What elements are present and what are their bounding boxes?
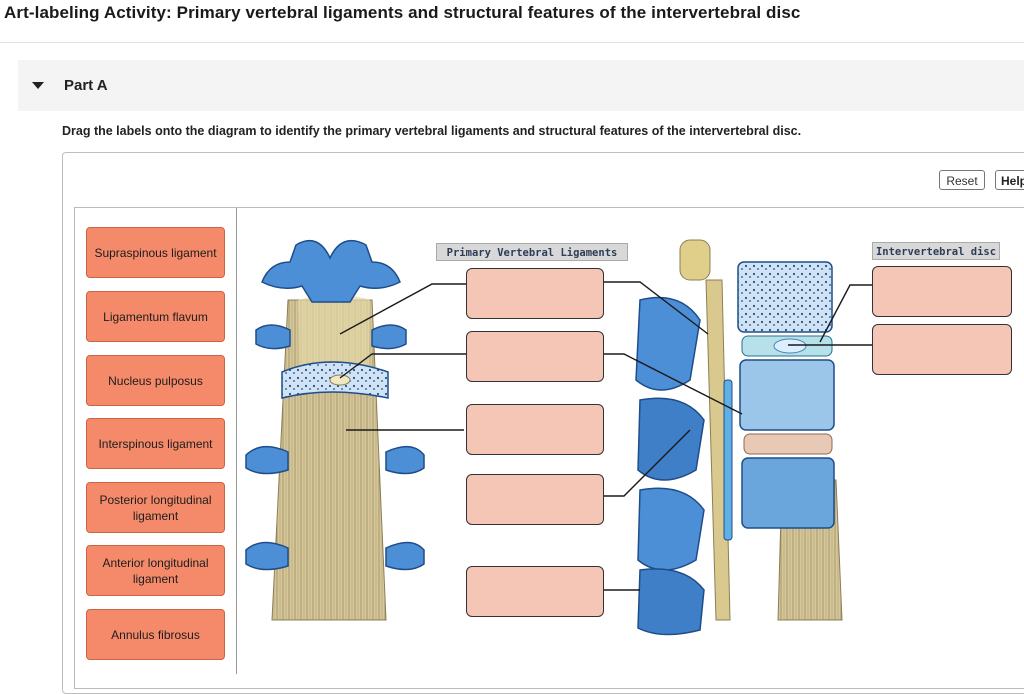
label-chip-posterior-longitudinal-ligament[interactable]: Posterior longitudinal ligament <box>86 482 225 533</box>
page-title: Art-labeling Activity: Primary vertebral… <box>4 3 801 22</box>
drop-target-disc-1[interactable] <box>872 266 1012 317</box>
drop-target-ligament-1[interactable] <box>466 268 604 319</box>
part-header[interactable] <box>18 60 1024 111</box>
label-chip-interspinous-ligament[interactable]: Interspinous ligament <box>86 418 225 469</box>
drop-target-disc-2[interactable] <box>872 324 1012 375</box>
disc-group-title: Intervertebral disc <box>872 242 1000 260</box>
drop-target-ligament-2[interactable] <box>466 331 604 382</box>
title-divider <box>0 42 1024 43</box>
label-chip-supraspinous-ligament[interactable]: Supraspinous ligament <box>86 227 225 278</box>
drop-target-ligament-5[interactable] <box>466 566 604 617</box>
collapse-caret-icon[interactable] <box>32 82 44 89</box>
label-chip-nucleus-pulposus[interactable]: Nucleus pulposus <box>86 355 225 406</box>
label-chip-anterior-longitudinal-ligament[interactable]: Anterior longitudinal ligament <box>86 545 225 596</box>
part-label[interactable]: Part A <box>64 77 108 94</box>
ligaments-group-title: Primary Vertebral Ligaments <box>436 243 628 261</box>
drop-target-ligament-4[interactable] <box>466 474 604 525</box>
help-button[interactable]: Help <box>995 170 1024 190</box>
drop-target-ligament-3[interactable] <box>466 404 604 455</box>
label-chip-annulus-fibrosus[interactable]: Annulus fibrosus <box>86 609 225 660</box>
instruction-text: Drag the labels onto the diagram to iden… <box>62 124 802 138</box>
label-bank-divider <box>236 208 237 674</box>
reset-button[interactable]: Reset <box>939 170 985 190</box>
label-chip-ligamentum-flavum[interactable]: Ligamentum flavum <box>86 291 225 342</box>
